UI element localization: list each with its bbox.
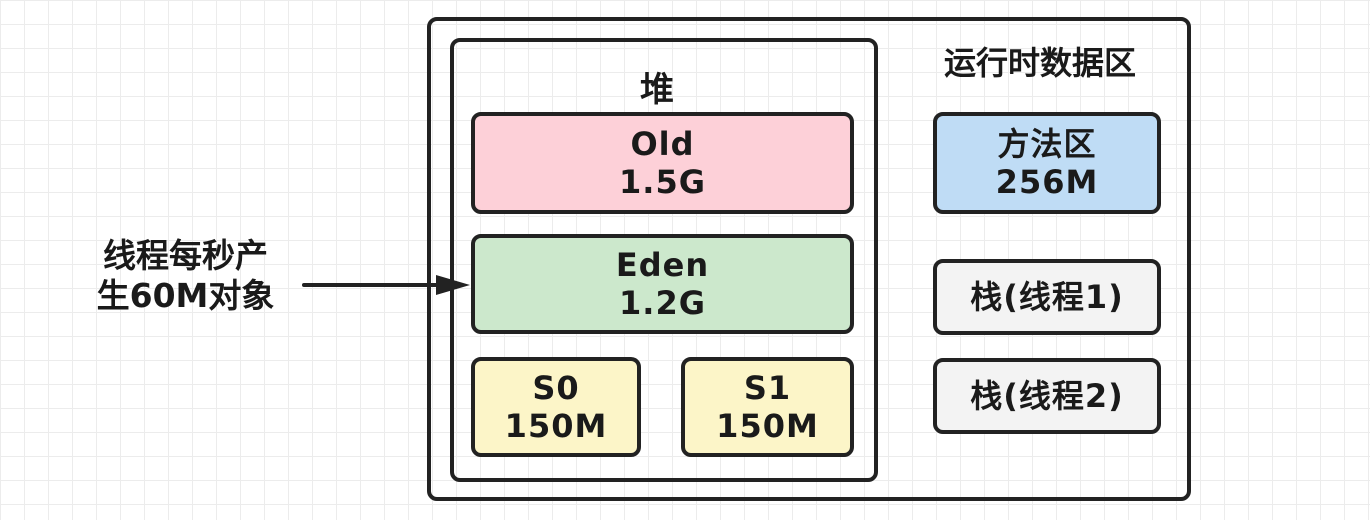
thread-stack-2-label: 栈(线程2)	[970, 376, 1124, 415]
old-generation-box: Old 1.5G	[471, 112, 854, 214]
s1-size: 150M	[716, 407, 819, 445]
s0-name: S0	[532, 368, 580, 407]
arrow-to-eden-icon	[302, 275, 470, 295]
survivor-s0-box: S0 150M	[471, 357, 641, 457]
s1-name: S1	[743, 368, 792, 407]
s0-size: 150M	[504, 407, 608, 445]
method-area-name: 方法区	[997, 124, 1097, 163]
old-name: Old	[630, 124, 695, 163]
allocation-rate-note: 线程每秒产 生60M对象	[78, 236, 293, 315]
heap-title: 堆	[640, 70, 674, 110]
method-area-size: 256M	[995, 163, 1099, 201]
thread-stack-1-box: 栈(线程1)	[933, 259, 1161, 335]
thread-stack-2-box: 栈(线程2)	[933, 358, 1161, 434]
eden-box: Eden 1.2G	[471, 234, 854, 334]
heap-container	[450, 38, 878, 482]
eden-name: Eden	[615, 245, 710, 284]
runtime-data-area-title: 运行时数据区	[944, 44, 1137, 82]
runtime-data-area	[427, 17, 1191, 501]
eden-size: 1.2G	[619, 284, 706, 322]
survivor-s1-box: S1 150M	[681, 357, 854, 457]
allocation-rate-note-line2: 生60M对象	[96, 275, 275, 315]
thread-stack-1-label: 栈(线程1)	[970, 277, 1124, 316]
allocation-rate-note-line1: 线程每秒产	[103, 236, 268, 275]
old-size: 1.5G	[619, 163, 706, 201]
method-area-box: 方法区 256M	[933, 112, 1161, 214]
